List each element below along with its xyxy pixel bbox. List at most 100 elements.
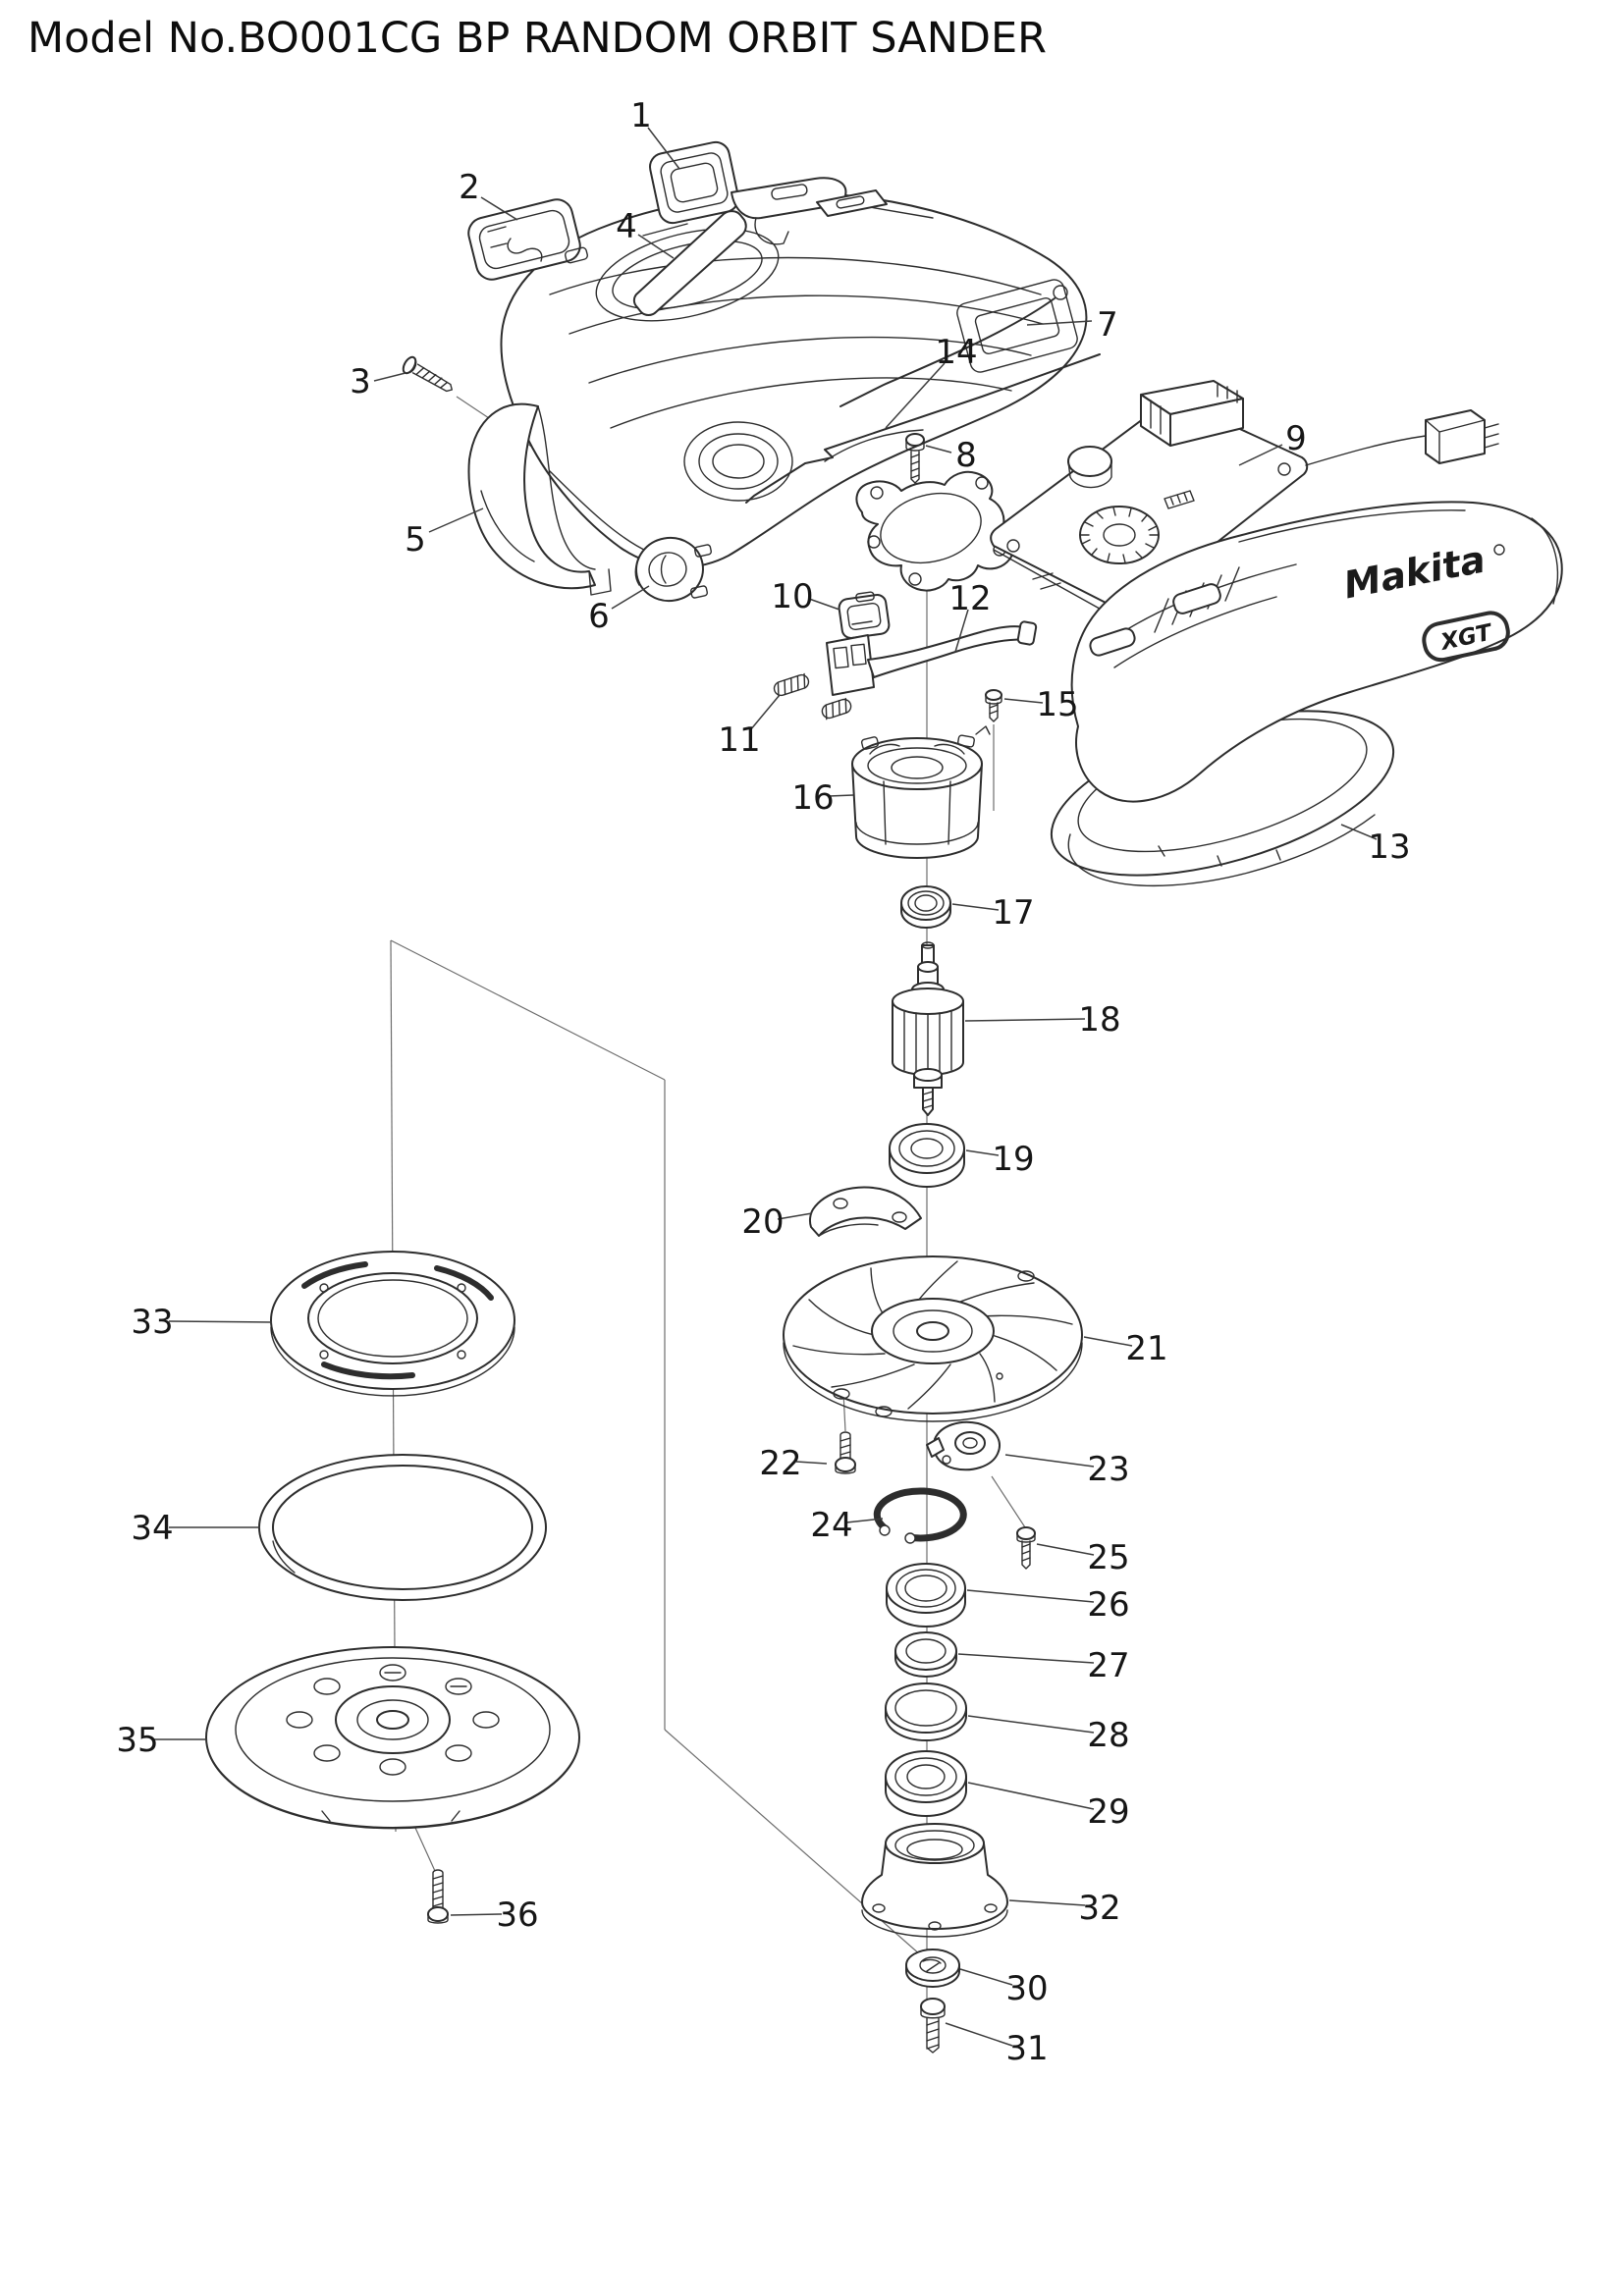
leader-line-1 <box>647 127 680 170</box>
leader-line-16 <box>828 794 854 797</box>
callout-label-16: 16 <box>791 778 834 818</box>
part-22-screw-drawing <box>835 1431 856 1474</box>
callout-label-26: 26 <box>1087 1585 1129 1625</box>
callout-label-8: 8 <box>955 436 977 475</box>
leader-line-32 <box>1008 1899 1086 1906</box>
part-19-bearing-drawing <box>889 1123 965 1188</box>
part-16-stator-drawing <box>851 725 991 859</box>
part-14-link-rod-drawing <box>745 353 1101 504</box>
part-3-screw-drawing <box>402 355 454 393</box>
leader-line-14 <box>885 362 946 429</box>
callout-label-36: 36 <box>496 1896 538 1935</box>
part-8-screw-drawing <box>905 433 925 484</box>
leader-line-31 <box>945 2022 1013 2047</box>
callout-label-30: 30 <box>1005 1969 1048 2008</box>
callout-label-21: 21 <box>1125 1329 1167 1368</box>
callout-label-15: 15 <box>1036 685 1078 724</box>
leader-line-12 <box>954 609 969 653</box>
leader-line-13 <box>1340 824 1378 840</box>
part-21-fan-drawing <box>783 1255 1083 1422</box>
callout-label-25: 25 <box>1087 1538 1129 1577</box>
callout-label-23: 23 <box>1087 1450 1129 1489</box>
callout-label-22: 22 <box>759 1444 801 1483</box>
leader-line-6 <box>611 585 650 610</box>
part-23-retainer-drawing <box>926 1420 1001 1471</box>
part-9-controller-drawing <box>990 380 1499 618</box>
part-30-washer-drawing <box>905 1949 960 1988</box>
callout-label-35: 35 <box>116 1721 158 1760</box>
leader-line-25 <box>1036 1543 1095 1556</box>
part-4-sheet-drawing <box>632 210 747 316</box>
leader-line-26 <box>966 1589 1095 1603</box>
callout-label-6: 6 <box>588 597 610 636</box>
part-36-screw-drawing <box>427 1869 449 1924</box>
part-7-wire-rod-drawing <box>839 285 1068 407</box>
leader-line-15 <box>1003 698 1044 704</box>
leader-line-36 <box>450 1913 503 1916</box>
callout-label-34: 34 <box>131 1509 173 1548</box>
callout-label-3: 3 <box>350 362 371 401</box>
leader-line-20 <box>777 1212 813 1220</box>
leader-line-10 <box>808 598 840 611</box>
part-29-bearing-drawing <box>885 1750 967 1817</box>
leader-line-33 <box>168 1320 273 1323</box>
leader-line-28 <box>967 1715 1095 1734</box>
callout-label-12: 12 <box>948 579 991 618</box>
pivot-plate-drawing <box>855 470 1015 592</box>
leader-line-9 <box>1238 444 1283 466</box>
callout-label-31: 31 <box>1005 2029 1048 2068</box>
callout-label-14: 14 <box>935 333 977 372</box>
part-35-backing-pad-drawing <box>205 1646 580 1830</box>
callout-label-5: 5 <box>405 520 426 560</box>
leader-line-22 <box>795 1461 828 1465</box>
callout-label-1: 1 <box>630 96 652 135</box>
part-13-complete-tool-drawing: Makita XGT <box>1050 501 1563 887</box>
leader-line-29 <box>967 1782 1095 1810</box>
leader-line-18 <box>964 1018 1086 1022</box>
leader-line-4 <box>637 234 675 259</box>
part-25-screw-drawing <box>1016 1526 1036 1570</box>
part-28-ring-drawing <box>885 1682 967 1741</box>
part-32-bearing-box-drawing <box>861 1823 1008 1938</box>
leader-line-11 <box>749 694 781 731</box>
callout-label-20: 20 <box>741 1202 784 1242</box>
part-20-counterweight-drawing <box>808 1186 922 1237</box>
part-10-brush-cap-drawing <box>838 591 891 639</box>
part-15-screw-drawing <box>985 689 1002 722</box>
leader-line-5 <box>428 507 484 533</box>
leader-line-7 <box>1026 320 1093 326</box>
part-24-snap-ring-drawing <box>873 1487 967 1544</box>
leader-line-24 <box>845 1518 884 1523</box>
callout-label-2: 2 <box>459 168 480 207</box>
part-18-armature-drawing <box>892 941 964 1116</box>
part-6-actuator-drawing <box>634 536 713 603</box>
callout-label-24: 24 <box>810 1506 852 1545</box>
part-27-ring-drawing <box>894 1631 957 1678</box>
leader-line-17 <box>951 903 1000 911</box>
part-33-brake-ring-drawing <box>270 1251 515 1397</box>
dial-ticks <box>1079 507 1160 563</box>
part-2-cover-drawing <box>467 198 588 281</box>
part-5-front-cover-drawing <box>467 402 612 596</box>
callout-label-17: 17 <box>992 893 1034 933</box>
leader-line-2 <box>480 196 518 221</box>
part-17-bearing-drawing <box>900 885 951 929</box>
callout-label-33: 33 <box>131 1303 173 1342</box>
leader-line-27 <box>957 1653 1095 1664</box>
callout-label-9: 9 <box>1285 419 1307 458</box>
leader-line-30 <box>959 1968 1013 1986</box>
page-title: Model No.BO001CG BP RANDOM ORBIT SANDER <box>27 14 1048 63</box>
part-1-switch-lever-drawing <box>649 140 888 245</box>
part-34-o-ring-drawing <box>258 1454 547 1601</box>
callout-label-32: 32 <box>1078 1889 1120 1928</box>
callout-label-18: 18 <box>1078 1000 1120 1040</box>
part-31-screw-drawing <box>920 1998 946 2054</box>
callout-label-29: 29 <box>1087 1792 1129 1832</box>
leader-line-19 <box>965 1149 1000 1156</box>
callout-label-27: 27 <box>1087 1646 1129 1685</box>
leader-line-21 <box>1083 1336 1133 1347</box>
part-26-bearing-drawing <box>886 1563 966 1628</box>
part-11-springs-drawing <box>773 672 852 721</box>
